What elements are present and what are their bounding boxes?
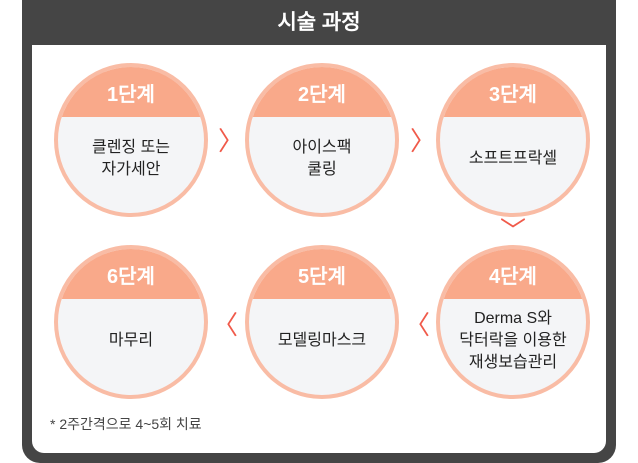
step-desc: 소프트프락셀 [468, 150, 558, 167]
step-label: 3단계 [440, 67, 586, 117]
chevron-left-icon: 〈 [404, 310, 431, 340]
step-desc: Derma S와 닥터락을 이용한 재생보습관리 [459, 310, 567, 371]
step-desc: 모델링마스크 [277, 332, 367, 349]
step-desc: 마무리 [108, 332, 154, 349]
footnote: * 2주간격으로 4~5회 치료 [50, 416, 202, 432]
step-desc: 클렌징 또는 자가세안 [91, 139, 171, 178]
chevron-right-icon: 〉 [218, 126, 245, 156]
chevron-right-icon: 〉 [410, 126, 437, 156]
chevron-left-icon: 〈 [212, 310, 239, 340]
chevron-down-icon: ﹀ [500, 216, 527, 246]
step-desc: 아이스팩 쿨링 [292, 139, 352, 178]
page-title: 시술 과정 [277, 11, 361, 34]
